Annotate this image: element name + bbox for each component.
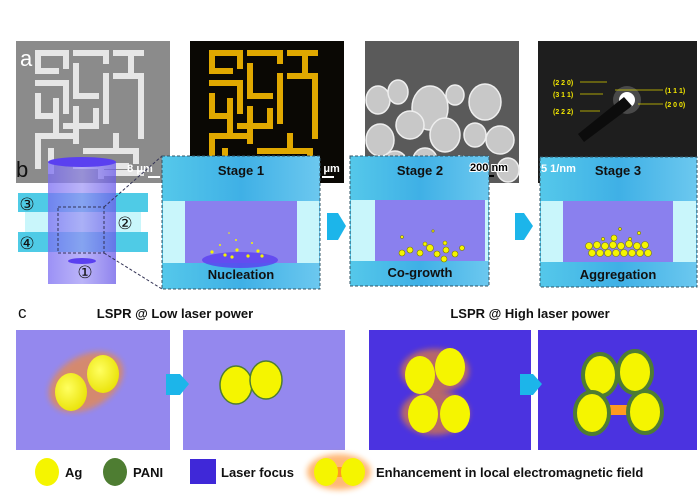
marker-2: ② [117, 214, 132, 233]
ag-dimer-low [49, 351, 123, 413]
ag-dimers-high [401, 348, 470, 435]
arrow-icon [515, 213, 533, 240]
marker-3: ③ [19, 195, 34, 214]
panel-label-a: a [20, 46, 33, 71]
ag-pani-aggregate-high [573, 349, 664, 436]
scale-bar [148, 176, 160, 178]
legend-label-enhancement: Enhancement in local electromagnetic fie… [376, 465, 643, 480]
ag-legend-swatch [35, 458, 59, 486]
legend-label-laser-focus: Laser focus [221, 465, 294, 480]
marker-4: ④ [19, 234, 34, 253]
diffraction-label: (2 2 0) [553, 80, 573, 87]
stage-3-box: Stage 3 Aggregation [539, 156, 698, 288]
diffraction-label: (3 1 1) [553, 92, 573, 99]
stage-caption: Co-growth [388, 265, 453, 280]
stage-title: Stage 3 [595, 163, 641, 178]
panel-label-b: b [16, 157, 28, 182]
legend-label-ag: Ag [65, 465, 82, 480]
pani-legend-swatch [103, 458, 127, 486]
stage-caption: Aggregation [580, 267, 657, 282]
legend-label-pani: PANI [133, 465, 163, 480]
scale-bar-label: 8 μm [314, 163, 340, 175]
stage-title: Stage 1 [218, 163, 264, 178]
arrow-icon [166, 374, 189, 395]
arrow-icon [520, 374, 542, 395]
ag-pani-dimer-low [219, 360, 283, 405]
enhancement-legend-swatch [307, 454, 371, 490]
microfluidic-schematic: ① ② ③ ④ [18, 155, 163, 290]
scale-bar [322, 176, 334, 178]
stage-2-box: Stage 2 Co-growth [349, 155, 490, 287]
legend: Ag PANI Laser focus Enhancement in local… [35, 454, 643, 490]
arrow-icon [327, 213, 346, 240]
stage-1-box: Stage 1 Nucleation [161, 155, 321, 290]
stage-caption: Nucleation [208, 267, 275, 282]
low-power-title: LSPR @ Low laser power [97, 306, 253, 321]
high-power-title: LSPR @ High laser power [450, 306, 609, 321]
diffraction-label: (2 0 0) [665, 102, 685, 109]
diffraction-label: (2 2 2) [553, 109, 573, 116]
laser-focus-legend-swatch [190, 459, 216, 484]
beam-stop [578, 97, 632, 142]
panel-label-c: c [18, 303, 27, 322]
panel-c: c LSPR @ Low laser power LSPR @ High las… [16, 303, 697, 490]
scale-bar-label: 5 1/nm [541, 163, 576, 175]
high-power-after [538, 330, 697, 450]
scale-bar-label: 200 nm [470, 162, 508, 174]
stage-title: Stage 2 [397, 163, 443, 178]
diffraction-label: (1 1 1) [665, 88, 685, 95]
panel-b: b ① ② ③ ④ Stage 1 Nucleation [16, 155, 698, 290]
marker-1: ① [77, 263, 92, 282]
scale-bar-label: 8 μm [127, 163, 153, 175]
